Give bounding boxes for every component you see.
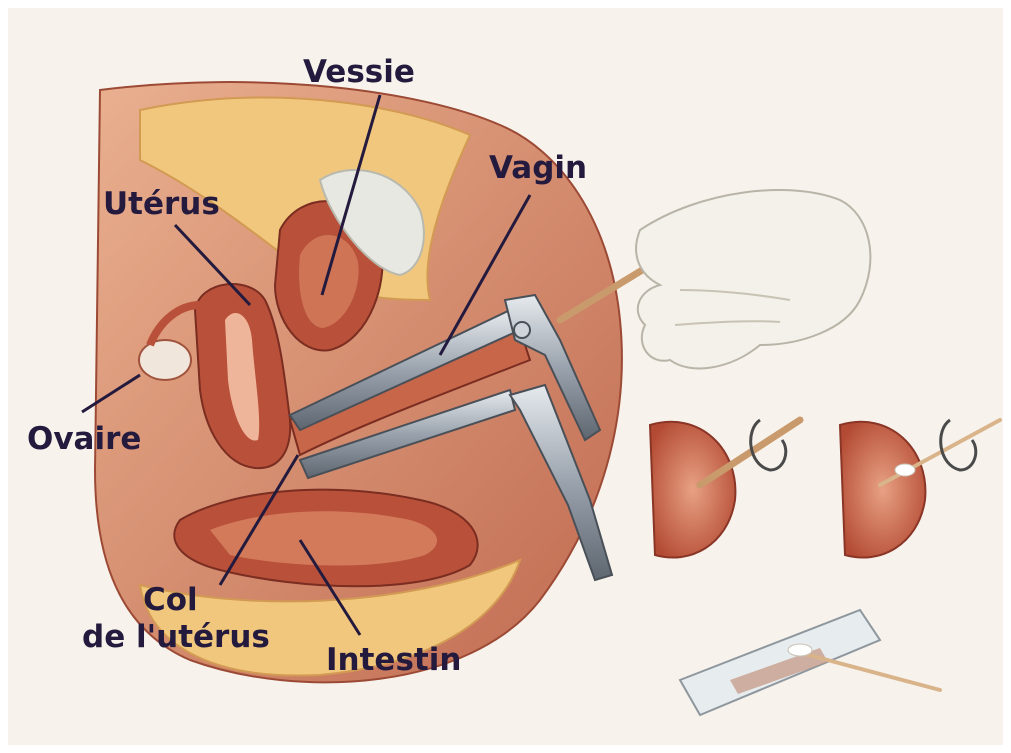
label-vessie: Vessie	[303, 54, 415, 90]
label-col-line1: Col	[143, 582, 198, 618]
label-uterus: Utérus	[103, 186, 220, 222]
ovary-shape	[139, 340, 191, 380]
label-intestin: Intestin	[326, 642, 461, 678]
label-ovaire: Ovaire	[27, 421, 141, 457]
label-vagin: Vagin	[489, 150, 587, 186]
label-col-line2: de l'utérus	[82, 619, 270, 655]
